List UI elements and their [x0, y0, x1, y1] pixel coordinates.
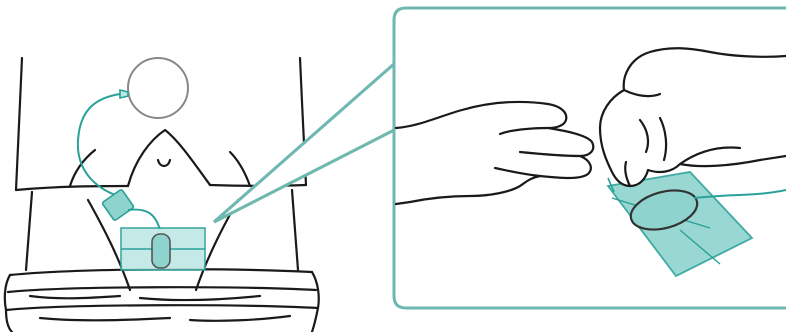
- left-arm-outline: [16, 58, 22, 190]
- wound-dressing-pad: [121, 228, 205, 270]
- shirt-fold-right: [230, 152, 250, 186]
- callout-wedge-edges: [214, 64, 394, 222]
- drainage-tube-lower: [128, 210, 160, 230]
- lifted-shirt-fold: [128, 130, 210, 186]
- drainage-bag: [120, 58, 188, 118]
- belly-button: [158, 160, 170, 166]
- shirt-hem-left: [16, 186, 128, 190]
- drainage-tube-upper: [78, 94, 120, 196]
- pants-right-edge: [312, 272, 319, 332]
- drainage-bag-port: [120, 90, 128, 98]
- connector-pad: [102, 189, 134, 221]
- pants-wrinkle-2: [140, 296, 260, 300]
- drainage-bag-body: [128, 58, 188, 118]
- waist-right: [292, 190, 298, 270]
- pants-wrinkle-4: [190, 316, 290, 321]
- pants-wrinkle-3: [40, 318, 170, 320]
- pants-waistband-mid: [8, 287, 316, 292]
- pants-wrinkle-1: [30, 296, 120, 298]
- waist-left: [26, 192, 32, 270]
- dressing-foam-pad: [152, 234, 170, 268]
- pants-waistband-low: [6, 305, 318, 310]
- tube-connector: [102, 189, 134, 221]
- pants-left-edge: [5, 275, 12, 332]
